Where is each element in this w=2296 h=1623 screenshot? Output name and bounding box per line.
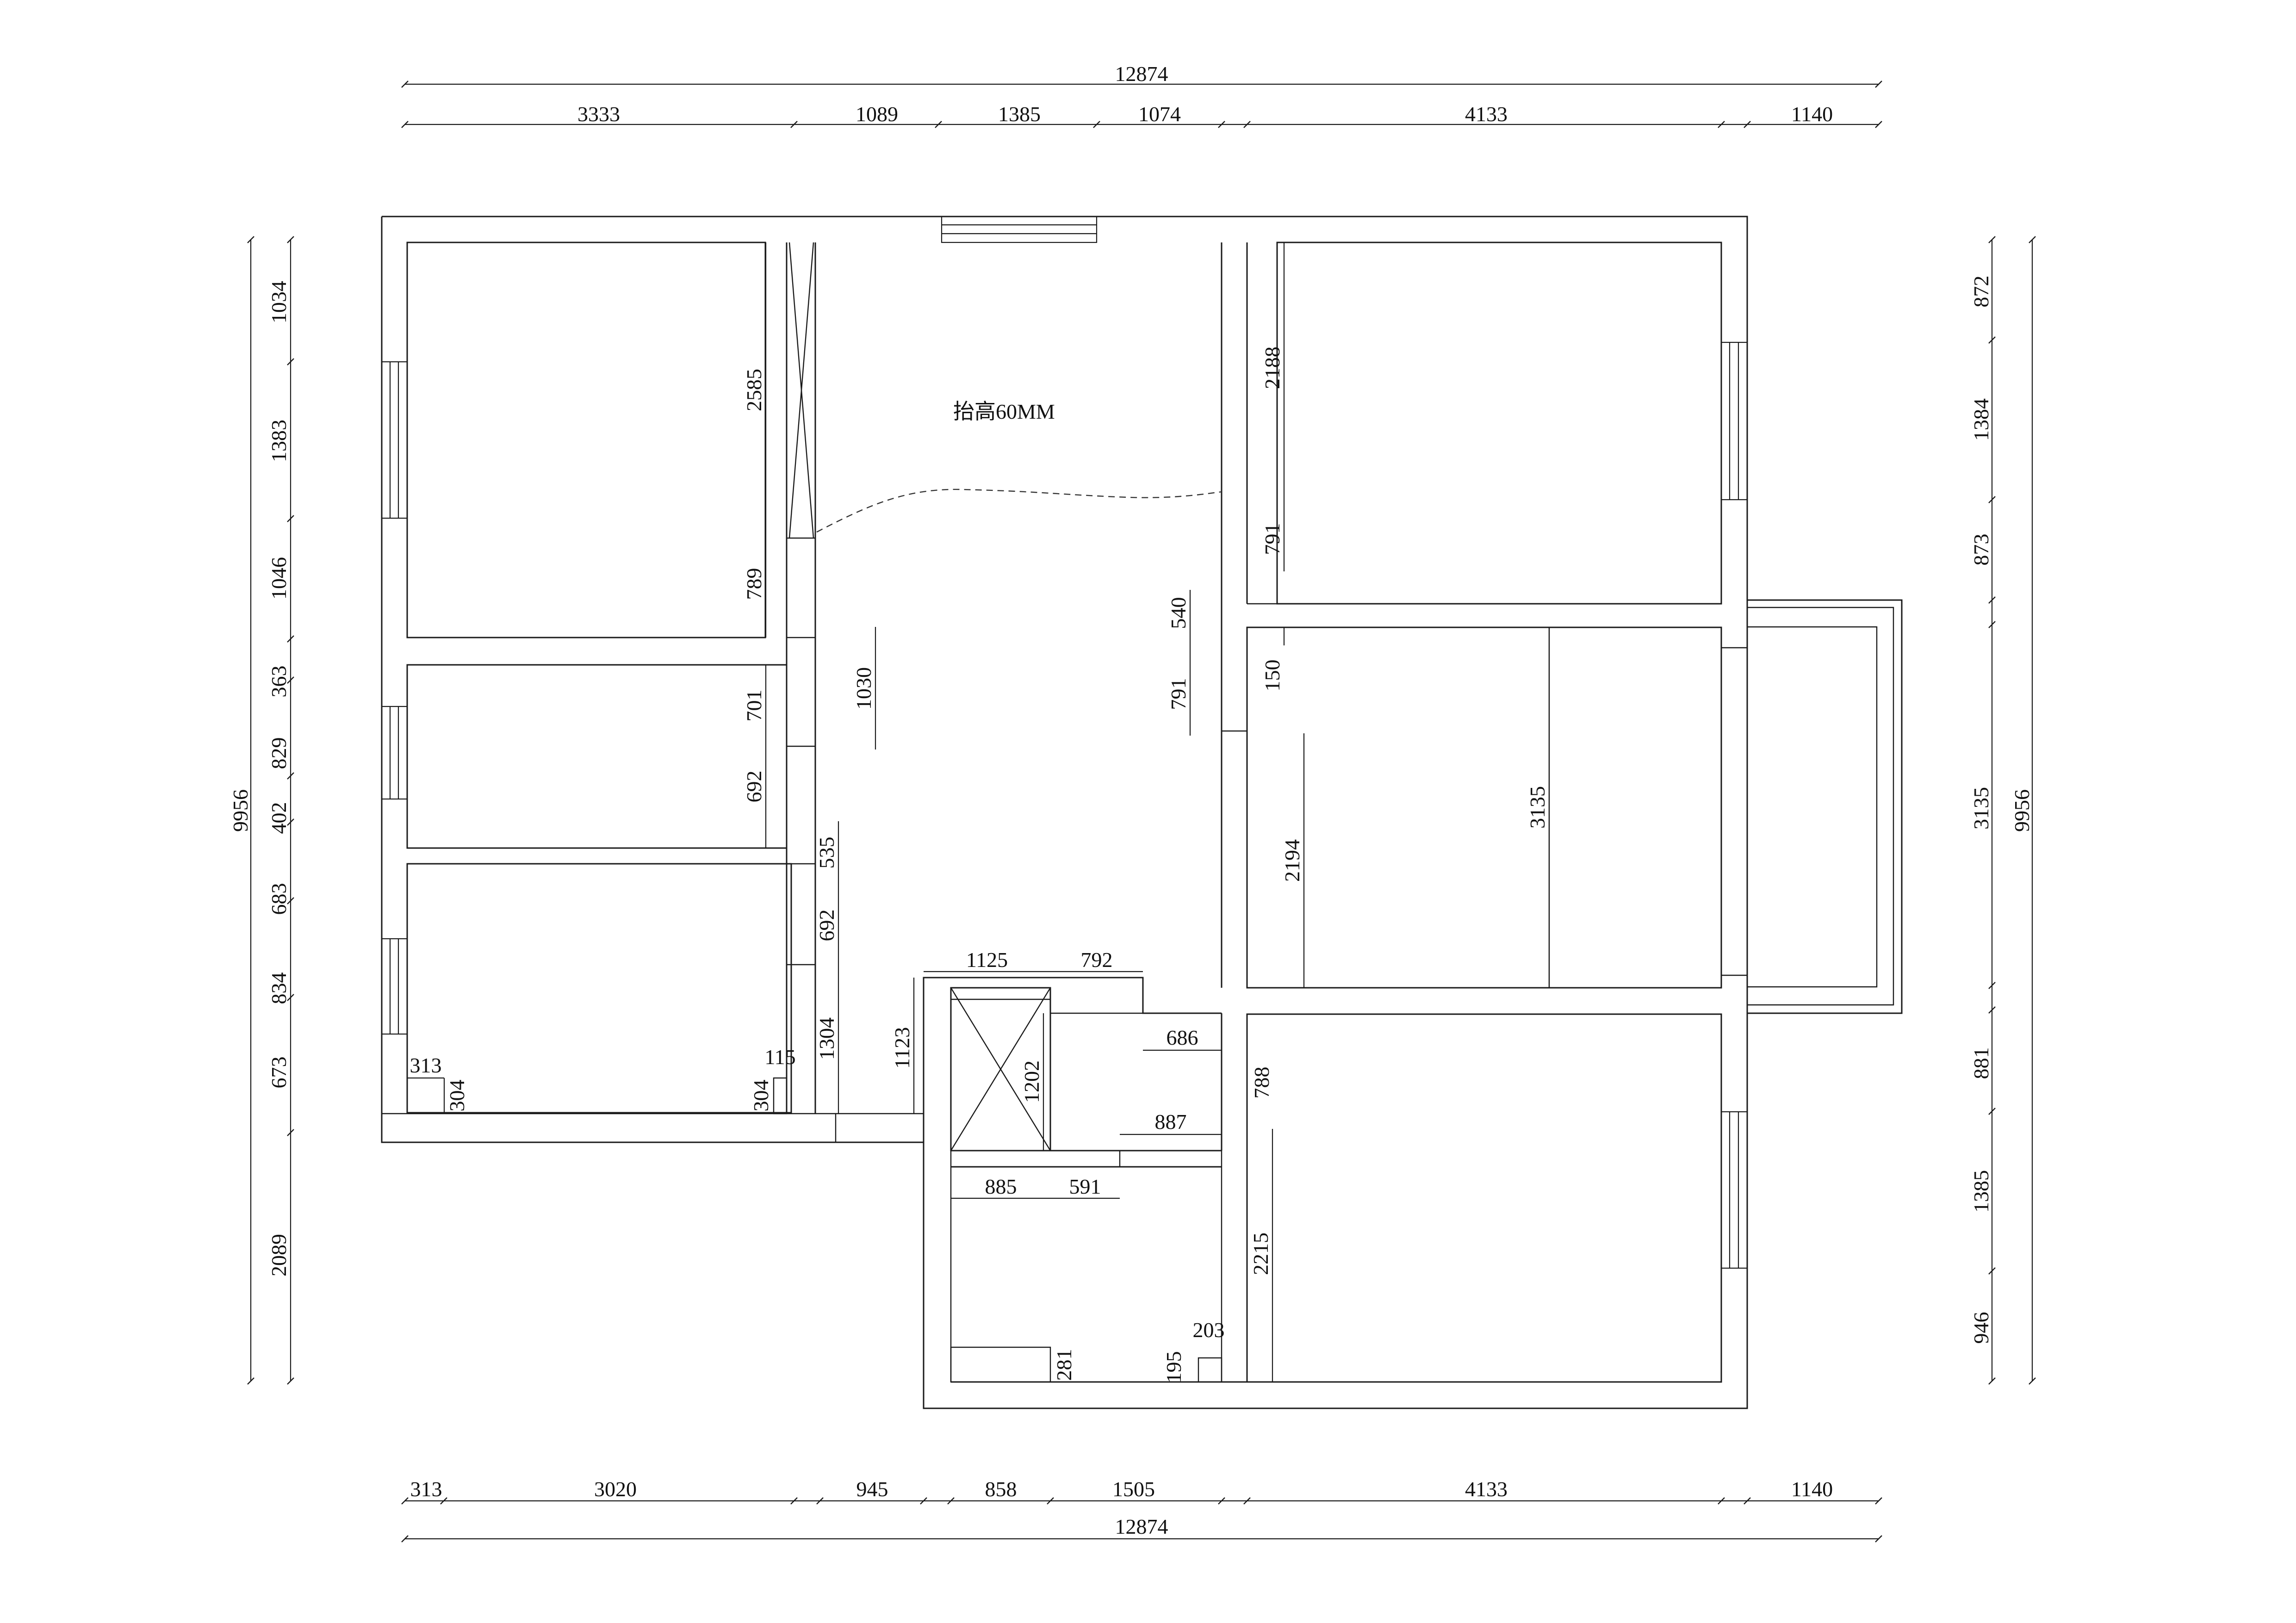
dim-692a: 692	[742, 771, 766, 803]
right-dim-4: 881	[1969, 1047, 1993, 1079]
dim-1123: 1123	[890, 1027, 914, 1069]
left-total-label: 9956	[229, 789, 252, 832]
room-bottom-left	[406, 863, 792, 1114]
room-bottom-right	[1246, 1013, 1722, 1383]
dim-115: 115	[764, 1045, 795, 1069]
column-left	[773, 1077, 788, 1115]
window-left-2	[381, 706, 408, 800]
top-total-label: 12874	[1115, 62, 1168, 86]
left-dim-2: 1046	[267, 557, 291, 600]
dim-3135: 3135	[1526, 786, 1549, 829]
outer-wall	[381, 216, 1748, 1409]
dim-2194: 2194	[1280, 839, 1304, 882]
window-top	[941, 216, 1098, 243]
balcony-outer	[1747, 599, 1903, 1014]
dim-788: 788	[1250, 1067, 1273, 1099]
room-middle-left	[406, 664, 788, 849]
left-dim-7: 834	[267, 973, 291, 1004]
dim-304a: 304	[445, 1080, 469, 1112]
right-dim-2: 873	[1969, 534, 1993, 566]
bottom-dim-4: 1505	[1112, 1477, 1155, 1501]
top-dim-3: 1074	[1138, 102, 1181, 126]
dim-304b: 304	[749, 1080, 773, 1112]
room-top-left	[406, 242, 766, 638]
interior-dimensions: 2585 789 1030 701 692 535 692 1304 313 3…	[407, 242, 1550, 1383]
dim-792: 792	[1081, 948, 1113, 972]
top-dim-0: 3333	[577, 102, 620, 126]
right-dim-0: 872	[1969, 276, 1993, 308]
shaft-x-2	[950, 987, 1051, 1151]
left-dim-9: 2089	[267, 1234, 291, 1276]
dim-150: 150	[1260, 660, 1284, 692]
window-right-1	[1720, 341, 1748, 501]
room-top-right	[1276, 242, 1722, 605]
column-small	[1198, 1357, 1222, 1383]
raised-floor-boundary	[816, 489, 1222, 533]
bottom-dim-0: 313	[410, 1477, 442, 1501]
left-dim-0: 1034	[267, 281, 291, 323]
bath-outer	[923, 977, 1222, 1142]
dim-887: 887	[1155, 1110, 1187, 1134]
left-dim-1: 1383	[267, 420, 291, 462]
bottom-dim-2: 945	[856, 1477, 888, 1501]
walls	[381, 216, 1903, 1409]
dim-791a: 791	[1167, 678, 1190, 710]
bottom-dim-6: 1140	[1791, 1477, 1833, 1501]
left-dim-5: 402	[267, 802, 291, 834]
dim-1202: 1202	[1020, 1060, 1043, 1103]
dim-2585: 2585	[742, 369, 766, 411]
right-total-label: 9956	[2010, 789, 2034, 832]
dim-535: 535	[815, 837, 838, 869]
window-right-2	[1720, 1111, 1748, 1269]
left-dim-8: 673	[267, 1057, 291, 1089]
dim-540: 540	[1167, 597, 1190, 629]
top-dim-4: 4133	[1465, 102, 1508, 126]
right-dim-5: 1385	[1969, 1170, 1993, 1213]
dim-203: 203	[1193, 1318, 1225, 1342]
bottom-dim-1: 3020	[594, 1477, 637, 1501]
dim-701: 701	[742, 690, 766, 722]
bottom-dim-5: 4133	[1465, 1477, 1508, 1501]
bottom-dim-3: 858	[985, 1477, 1017, 1501]
dim-789: 789	[742, 568, 766, 600]
window-left-1	[381, 361, 408, 519]
dim-313: 313	[410, 1053, 442, 1077]
dim-2215: 2215	[1249, 1233, 1272, 1275]
dim-692b: 692	[815, 910, 838, 942]
top-dim-2: 1385	[998, 102, 1041, 126]
left-dim-3: 363	[267, 666, 291, 698]
counter	[950, 1346, 1051, 1383]
wardrobe-x-2	[788, 242, 814, 539]
balcony-mid	[1747, 607, 1894, 1006]
dim-2188: 2188	[1260, 347, 1284, 389]
dim-1125: 1125	[966, 948, 1008, 972]
balcony-inner	[1747, 626, 1878, 988]
left-dim-4: 829	[267, 737, 291, 769]
dim-885: 885	[985, 1175, 1017, 1198]
bottom-total-label: 12874	[1115, 1515, 1168, 1538]
raised-floor-note: 抬高60MM	[953, 400, 1055, 423]
dim-1304: 1304	[815, 1017, 838, 1060]
dim-686: 686	[1167, 1026, 1198, 1049]
room-middle-right	[1246, 626, 1722, 989]
top-dim-5: 1140	[1791, 102, 1833, 126]
dim-591: 591	[1069, 1175, 1101, 1198]
window-left-3	[381, 938, 408, 1035]
dim-791b: 791	[1260, 523, 1284, 555]
right-dim-1: 1384	[1969, 398, 1993, 441]
dim-281: 281	[1052, 1349, 1076, 1381]
right-dim-6: 946	[1969, 1312, 1993, 1344]
left-dim-6: 683	[267, 883, 291, 915]
windows	[381, 216, 1748, 1269]
right-dim-3: 3135	[1969, 787, 1993, 830]
dim-195: 195	[1162, 1351, 1185, 1383]
top-dim-1: 1089	[856, 102, 898, 126]
dim-1030: 1030	[852, 667, 875, 710]
exterior-dimensions: 12874 3333 1089 1385 1074 4133 1140 313 …	[229, 62, 2036, 1542]
